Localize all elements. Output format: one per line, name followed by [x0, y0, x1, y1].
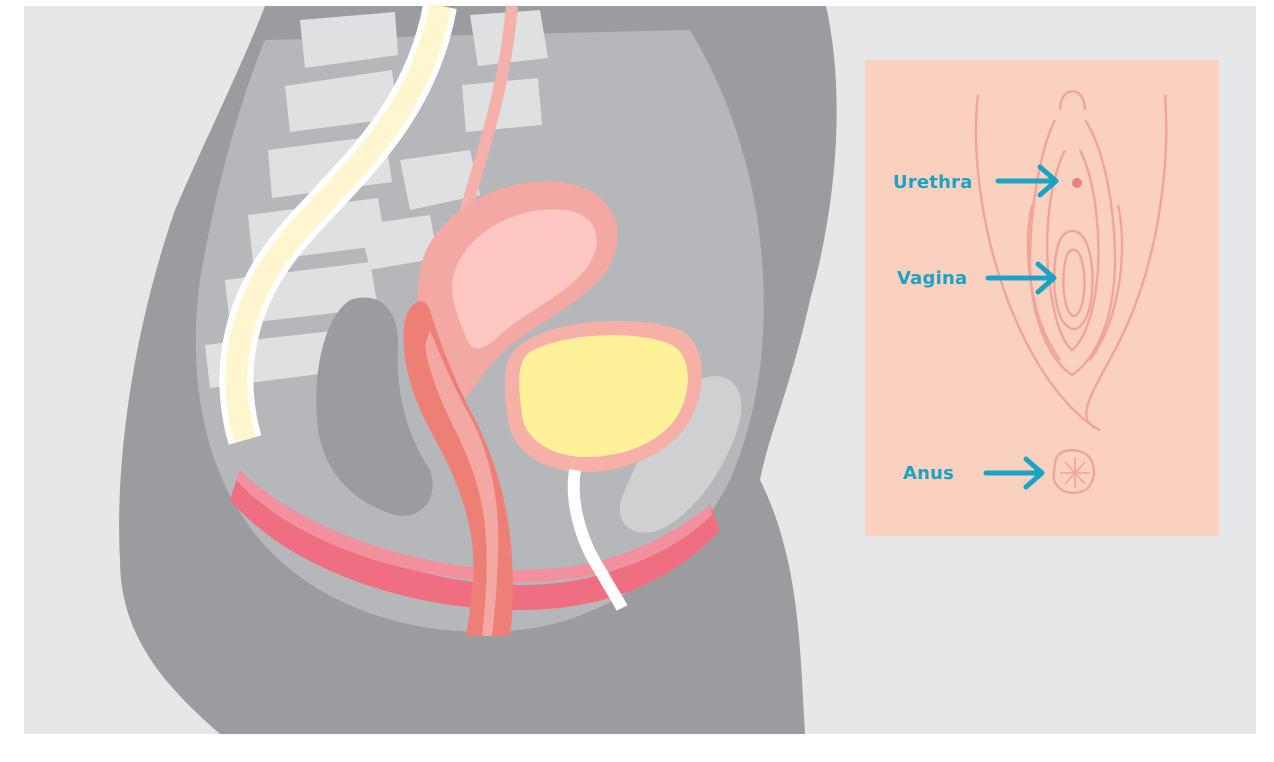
- urethra-label: Urethra: [893, 172, 973, 193]
- pelvis-cross-section: [119, 6, 837, 734]
- external-anatomy-inset: Urethra Vagina Anus: [865, 60, 1219, 536]
- anus-label: Anus: [903, 463, 954, 484]
- urethral-opening: [1072, 178, 1082, 188]
- vagina-label: Vagina: [897, 268, 967, 289]
